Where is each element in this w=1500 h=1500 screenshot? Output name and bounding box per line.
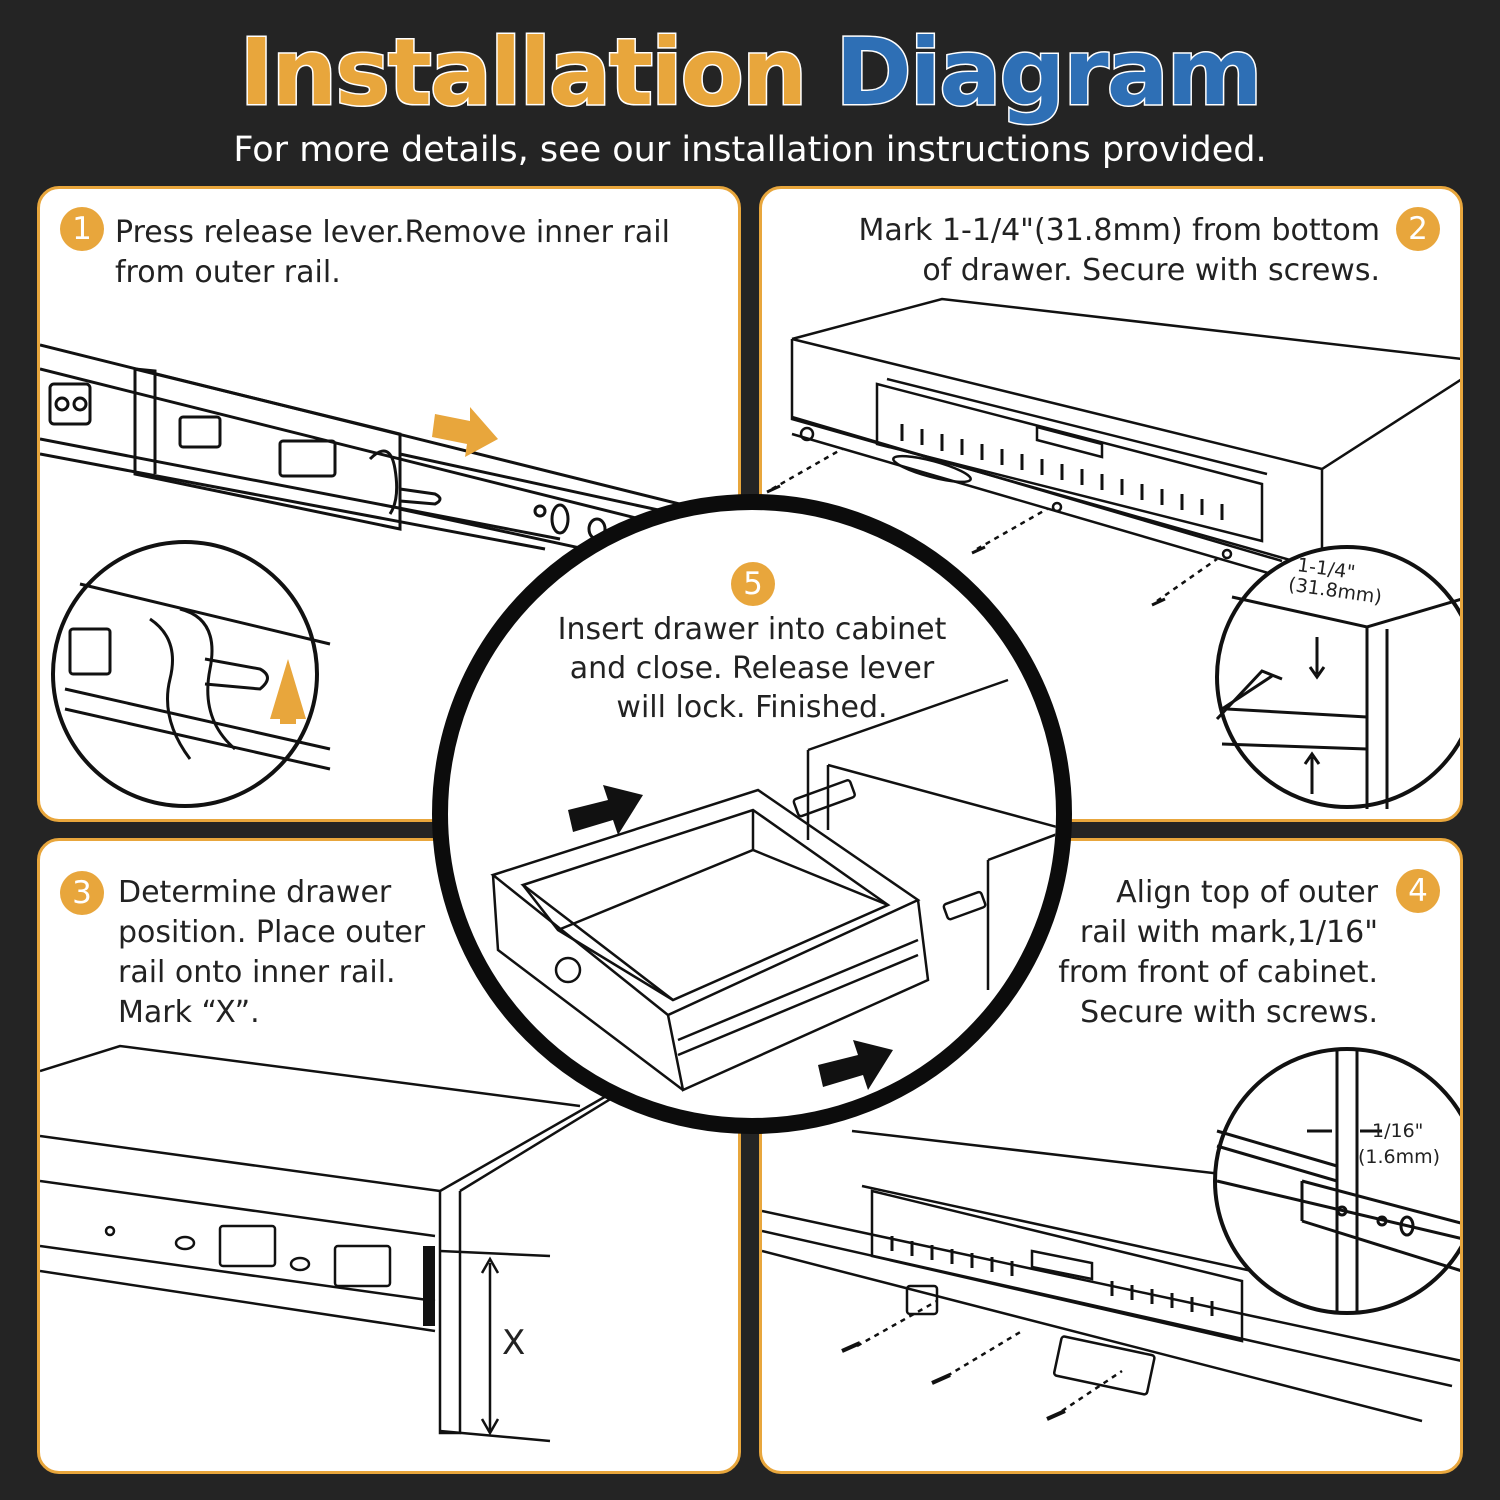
step-5-line-3: will lock. Finished. — [616, 690, 888, 725]
step-2-badge: 2 — [1396, 207, 1440, 251]
step-2-zoom-detail — [1215, 595, 1460, 809]
step-1-line-1: Press release lever.Remove inner rail — [115, 215, 670, 250]
step-3-line-3: rail onto inner rail. — [118, 955, 396, 990]
screw-icon — [841, 1341, 1066, 1421]
step-4-dimension-mm: (1.6mm) — [1358, 1146, 1441, 1168]
step-2-slots — [900, 424, 1224, 520]
step-4-line-3: from front of cabinet. — [1058, 955, 1378, 990]
step-1-zoom-detail — [64, 582, 331, 771]
step-4-dimension-inch: 1/16" — [1372, 1120, 1424, 1142]
step-5-line-2: and close. Release lever — [569, 651, 935, 686]
black-arrow-icon — [568, 785, 643, 835]
step-4-line-2: rail with mark,1/16" — [1079, 915, 1378, 950]
step-3-badge: 3 — [60, 871, 104, 915]
step-3-line-4: Mark “X”. — [118, 995, 260, 1030]
step-3-cabinet-illustration — [40, 1044, 641, 1443]
screw-icon — [766, 484, 1166, 607]
diagram-title: Installation Diagram — [0, 18, 1500, 128]
step-4-cabinet-illustration — [762, 1047, 1460, 1423]
step-1-badge: 1 — [60, 207, 104, 251]
title-word-diagram: Diagram — [834, 18, 1264, 128]
step-5-drawer-cabinet-illustration — [490, 678, 1056, 1092]
step-1-text: Press release lever.Remove inner rail fr… — [115, 213, 670, 293]
step-2-line-2: of drawer. Secure with screws. — [922, 253, 1380, 288]
step-5-line-1: Insert drawer into cabinet — [557, 612, 947, 647]
orange-arrow-right-icon — [432, 407, 498, 457]
step-4-slots — [890, 1236, 1214, 1316]
step-2-line-1: Mark 1-1/4"(31.8mm) from bottom — [858, 213, 1380, 248]
step-5-circle: 5 Insert drawer into cabinet and close. … — [432, 494, 1072, 1134]
step-3-line-1: Determine drawer — [118, 875, 392, 910]
step-2-drawer-illustration — [766, 297, 1460, 809]
step-4-zoom-detail — [1216, 1051, 1460, 1311]
black-arrow-icon — [818, 1040, 893, 1090]
step-2-panel: 2 Mark 1-1/4"(31.8mm) from bottom of dra… — [759, 186, 1463, 822]
step-1-line-2: from outer rail. — [115, 255, 341, 290]
step-4-line-4: Secure with screws. — [1080, 995, 1378, 1030]
title-word-installation: Installation — [238, 18, 809, 128]
step-3-line-2: position. Place outer — [118, 915, 426, 950]
step-4-panel: 4 Align top of outer rail with mark,1/16… — [759, 838, 1463, 1474]
step-3-text: Determine drawer position. Place outer r… — [118, 873, 425, 1033]
step-5-text: Insert drawer into cabinet and close. Re… — [448, 610, 1056, 727]
step-4-badge: 4 — [1396, 869, 1440, 913]
step-5-badge: 5 — [731, 562, 775, 606]
step-4-line-1: Align top of outer — [1116, 875, 1378, 910]
step-4-text: Align top of outer rail with mark,1/16" … — [1058, 873, 1378, 1033]
step-3-mark-x: X — [502, 1323, 526, 1363]
step-2-text: Mark 1-1/4"(31.8mm) from bottom of drawe… — [858, 211, 1380, 291]
orange-arrow-up-icon — [270, 659, 306, 724]
diagram-subtitle: For more details, see our installation i… — [233, 130, 1267, 170]
